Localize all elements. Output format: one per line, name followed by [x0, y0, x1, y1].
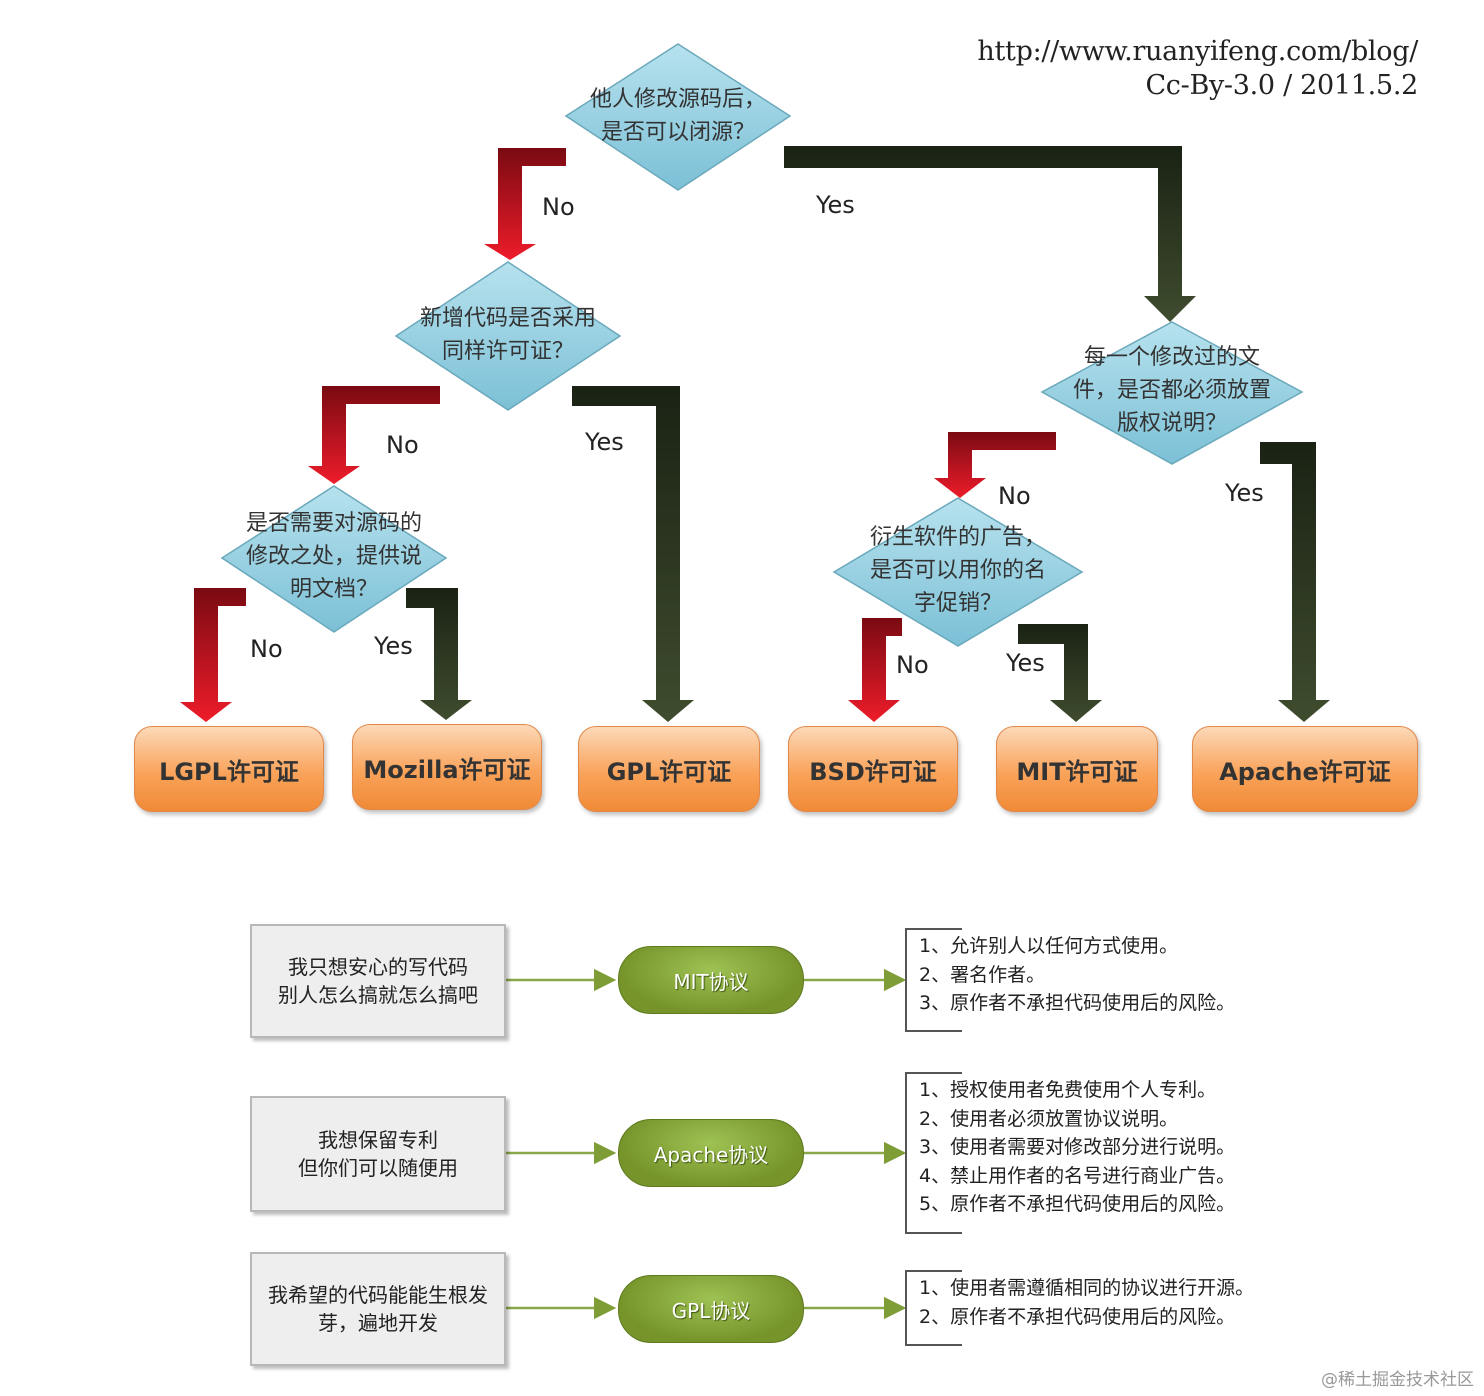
- decision-diamond-q1: [564, 43, 792, 191]
- decision-q5-line1: 衍生软件的广告，: [869, 525, 1046, 550]
- decision-diamond-q2: [394, 261, 622, 411]
- point-item: 2、署名作者。: [919, 963, 1046, 986]
- need-box-gpl: 我希望的代码能能生根发 芽，遍地开发: [250, 1252, 506, 1366]
- branch-label-q1-yes: Yes: [816, 191, 855, 219]
- decision-q3-line2: 修改之处，提供说: [245, 544, 422, 569]
- point-item: 1、使用者需遵循相同的协议进行开源。: [919, 1277, 1255, 1299]
- need-mit-line1: 我只想安心的写代码: [288, 955, 468, 979]
- bracket-bottom: [907, 1344, 962, 1346]
- credit-url: http://www.ruanyifeng.com/blog/: [977, 36, 1418, 67]
- yes-arrow-q2: [572, 386, 694, 722]
- point-item: 1、允许别人以任何方式使用。: [919, 935, 1179, 957]
- branch-label-q2-yes: Yes: [585, 428, 624, 456]
- need-apache-line1: 我想保留专利: [318, 1128, 438, 1152]
- point-item: 3、使用者需要对修改部分进行说明。: [919, 1136, 1236, 1158]
- decision-q5-line2: 是否可以用你的名: [869, 558, 1046, 583]
- points-mit: 1、允许别人以任何方式使用。 2、署名作者。 3、原作者不承担代码使用后的风险。: [905, 928, 1235, 1032]
- bracket-bottom: [907, 1030, 962, 1032]
- bracket-top: [907, 928, 962, 930]
- decision-diamond-q4: [1040, 321, 1304, 465]
- license-mit: MIT许可证: [996, 726, 1158, 812]
- bracket-top: [907, 1270, 962, 1272]
- branch-label-q4-no: No: [998, 482, 1031, 510]
- decision-diamond-q3: [220, 485, 448, 633]
- decision-text-q3: 是否需要对源码的 修改之处，提供说 明文档？: [212, 507, 456, 606]
- decision-text-q1: 他人修改源码后， 是否可以闭源？: [566, 83, 790, 149]
- decision-q3-line3: 明文档？: [289, 577, 378, 602]
- license-gpl: GPL许可证: [578, 726, 760, 812]
- point-item: 4、禁止用作者的名号进行商业广告。: [919, 1164, 1236, 1187]
- yes-arrow-q4: [1260, 442, 1330, 722]
- yes-arrow-q1: [784, 146, 1196, 322]
- license-mozilla: Mozilla许可证: [352, 724, 542, 810]
- decision-text-q5: 衍生软件的广告， 是否可以用你的名 字促销？: [834, 521, 1082, 620]
- branch-label-q5-yes: Yes: [1006, 649, 1045, 677]
- no-arrow-q3: [180, 588, 246, 722]
- point-item: 5、原作者不承担代码使用后的风险。: [919, 1193, 1236, 1215]
- need-gpl-line2: 芽，遍地开发: [318, 1311, 438, 1335]
- decision-q4-line3: 版权说明？: [1116, 411, 1227, 436]
- branch-label-q3-no: No: [250, 635, 283, 663]
- branch-label-q1-no: No: [542, 193, 575, 221]
- decision-text-q2: 新增代码是否采用 同样许可证？: [396, 302, 620, 368]
- license-lgpl: LGPL许可证: [134, 726, 324, 812]
- need-box-apache: 我想保留专利 但你们可以随便用: [250, 1096, 506, 1212]
- point-item: 2、原作者不承担代码使用后的风险。: [919, 1305, 1236, 1328]
- protocol-apache: Apache协议: [618, 1119, 804, 1187]
- decision-q3-line1: 是否需要对源码的: [245, 511, 422, 536]
- points-gpl: 1、使用者需遵循相同的协议进行开源。 2、原作者不承担代码使用后的风险。: [905, 1270, 1254, 1346]
- credit-license-date: Cc-By-3.0 / 2011.5.2: [1145, 70, 1418, 101]
- decision-q5-line3: 字促销？: [913, 591, 1002, 616]
- points-apache: 1、授权使用者免费使用个人专利。 2、使用者必须放置协议说明。 3、使用者需要对…: [905, 1072, 1235, 1234]
- license-apache: Apache许可证: [1192, 726, 1418, 812]
- point-item: 3、原作者不承担代码使用后的风险。: [919, 992, 1236, 1014]
- decision-q4-line2: 件，是否都必须放置: [1072, 378, 1271, 403]
- license-bsd: BSD许可证: [788, 726, 958, 812]
- point-item: 2、使用者必须放置协议说明。: [919, 1107, 1179, 1130]
- branch-label-q5-no: No: [896, 651, 929, 679]
- branch-label-q2-no: No: [386, 431, 419, 459]
- no-arrow-q4: [934, 432, 1056, 498]
- need-apache-line2: 但你们可以随便用: [298, 1156, 458, 1180]
- no-arrow-q1: [484, 148, 566, 260]
- bracket-top: [907, 1072, 962, 1074]
- protocol-mit: MIT协议: [618, 946, 804, 1014]
- decision-q4-line1: 每一个修改过的文: [1083, 345, 1260, 370]
- decision-text-q4: 每一个修改过的文 件，是否都必须放置 版权说明？: [1036, 341, 1308, 440]
- protocol-gpl: GPL协议: [618, 1275, 804, 1343]
- need-box-mit: 我只想安心的写代码 别人怎么搞就怎么搞吧: [250, 924, 506, 1038]
- need-mit-line2: 别人怎么搞就怎么搞吧: [278, 983, 478, 1007]
- point-item: 1、授权使用者免费使用个人专利。: [919, 1079, 1217, 1101]
- need-gpl-line1: 我希望的代码能能生根发: [268, 1283, 488, 1307]
- branch-label-q3-yes: Yes: [374, 632, 413, 660]
- decision-q2-line2: 同样许可证？: [441, 339, 574, 364]
- yes-arrow-q5: [1018, 624, 1102, 722]
- yes-arrow-q3: [406, 588, 472, 720]
- watermark: @稀土掘金技术社区: [1321, 1370, 1474, 1390]
- bracket-bottom: [907, 1232, 962, 1234]
- no-arrow-q2: [308, 386, 440, 484]
- no-arrow-q5: [848, 618, 902, 722]
- branch-label-q4-yes: Yes: [1225, 479, 1264, 507]
- decision-diamond-q5: [832, 497, 1084, 647]
- decision-q2-line1: 新增代码是否采用: [419, 306, 596, 331]
- decision-q1-line1: 他人修改源码后，: [589, 87, 766, 112]
- decision-q1-line2: 是否可以闭源？: [600, 120, 755, 145]
